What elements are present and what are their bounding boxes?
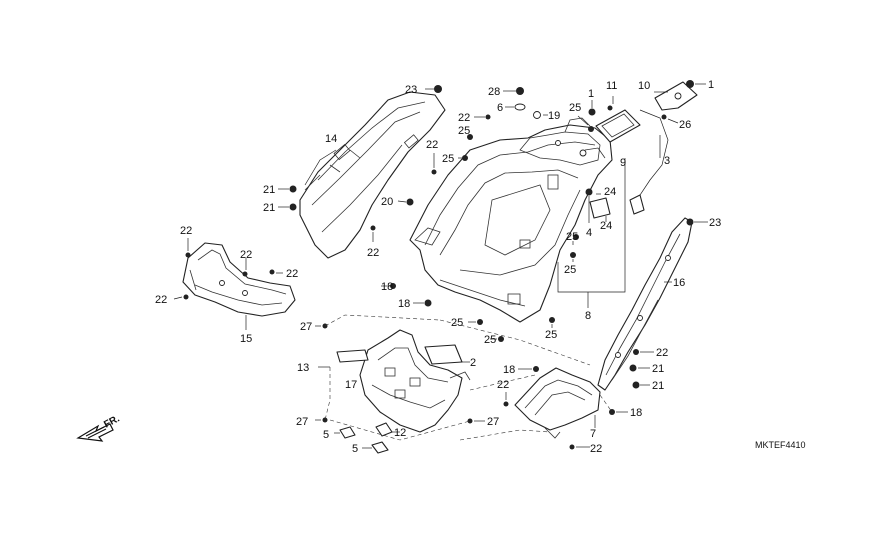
callout-4: 4 bbox=[586, 227, 592, 239]
callout-9: 9 bbox=[620, 157, 626, 169]
callout-21: 21 bbox=[263, 184, 275, 196]
callout-22: 22 bbox=[367, 247, 379, 259]
callout-25: 25 bbox=[545, 329, 557, 341]
callout-27: 27 bbox=[487, 416, 499, 428]
callout-25: 25 bbox=[564, 264, 576, 276]
callout-22: 22 bbox=[458, 112, 470, 124]
callout-21: 21 bbox=[652, 380, 664, 392]
callout-12: 12 bbox=[394, 427, 406, 439]
part-5-clip-b bbox=[371, 441, 389, 454]
callout-25: 25 bbox=[458, 125, 470, 137]
callout-13: 13 bbox=[297, 362, 309, 374]
part-7-lower-cover bbox=[514, 367, 601, 439]
callout-24: 24 bbox=[604, 186, 616, 198]
part-14-side-cover bbox=[299, 91, 446, 259]
part-16-right-strip bbox=[597, 217, 693, 391]
callout-22: 22 bbox=[656, 347, 668, 359]
part-17-pad bbox=[336, 349, 369, 363]
assembly-dashed-lines bbox=[324, 314, 613, 441]
callout-22: 22 bbox=[240, 249, 252, 261]
callout-14: 14 bbox=[325, 133, 337, 145]
part-13-lower-cover bbox=[359, 329, 471, 433]
callout-1: 1 bbox=[708, 79, 714, 91]
callout-1: 1 bbox=[588, 88, 594, 100]
callout-22: 22 bbox=[180, 225, 192, 237]
callout-16: 16 bbox=[673, 277, 685, 289]
callout-5: 5 bbox=[323, 429, 329, 441]
part-9-seal-frame bbox=[595, 109, 641, 143]
callout-23: 23 bbox=[405, 84, 417, 96]
callout-6: 6 bbox=[497, 102, 503, 114]
callout-20: 20 bbox=[381, 196, 393, 208]
callout-10: 10 bbox=[638, 80, 650, 92]
callout-11: 11 bbox=[606, 80, 617, 92]
callout-18: 18 bbox=[630, 407, 642, 419]
callout-25: 25 bbox=[451, 317, 463, 329]
callout-17: 17 bbox=[345, 379, 357, 391]
callout-25: 25 bbox=[569, 102, 581, 114]
leader-lines bbox=[173, 83, 708, 449]
callout-21: 21 bbox=[263, 202, 275, 214]
callout-26: 26 bbox=[679, 119, 691, 131]
callout-2: 2 bbox=[470, 357, 476, 369]
callout-27: 27 bbox=[296, 416, 308, 428]
callout-18: 18 bbox=[398, 298, 410, 310]
callout-22: 22 bbox=[286, 268, 298, 280]
part-15-front-cover bbox=[182, 242, 296, 317]
callout-18: 18 bbox=[503, 364, 515, 376]
callout-22: 22 bbox=[426, 139, 438, 151]
callout-7: 7 bbox=[590, 428, 596, 440]
fr-label: FR. bbox=[102, 413, 122, 430]
callout-25: 25 bbox=[484, 334, 496, 346]
fasteners bbox=[183, 80, 694, 450]
part-5-clip-a bbox=[339, 426, 356, 439]
callout-15: 15 bbox=[240, 333, 252, 345]
callout-19: 19 bbox=[548, 110, 560, 122]
callout-28: 28 bbox=[488, 86, 500, 98]
luggage-box bbox=[409, 117, 613, 323]
callout-27: 27 bbox=[300, 321, 312, 333]
part-2-pad bbox=[424, 344, 463, 365]
part-3-wire bbox=[629, 109, 669, 215]
callout-24: 24 bbox=[600, 220, 612, 232]
callout-25: 25 bbox=[442, 153, 454, 165]
callout-23: 23 bbox=[709, 217, 721, 229]
callout-22: 22 bbox=[497, 379, 509, 391]
callouts: 23 28 6 22 25 25 19 25 1 11 10 1 26 9 3 … bbox=[155, 79, 721, 455]
catalog-code: MKTEF4410 bbox=[755, 440, 806, 450]
callout-25: 25 bbox=[566, 231, 578, 243]
callout-3: 3 bbox=[664, 155, 670, 167]
callout-5: 5 bbox=[352, 443, 358, 455]
callout-22: 22 bbox=[590, 443, 602, 455]
front-direction-arrow: FR. bbox=[76, 413, 122, 442]
callout-21: 21 bbox=[652, 363, 664, 375]
callout-18: 18 bbox=[381, 281, 393, 293]
callout-8: 8 bbox=[585, 310, 591, 322]
part-10-bracket bbox=[654, 81, 698, 111]
part-4-switch bbox=[589, 197, 611, 219]
callout-22: 22 bbox=[155, 294, 167, 306]
